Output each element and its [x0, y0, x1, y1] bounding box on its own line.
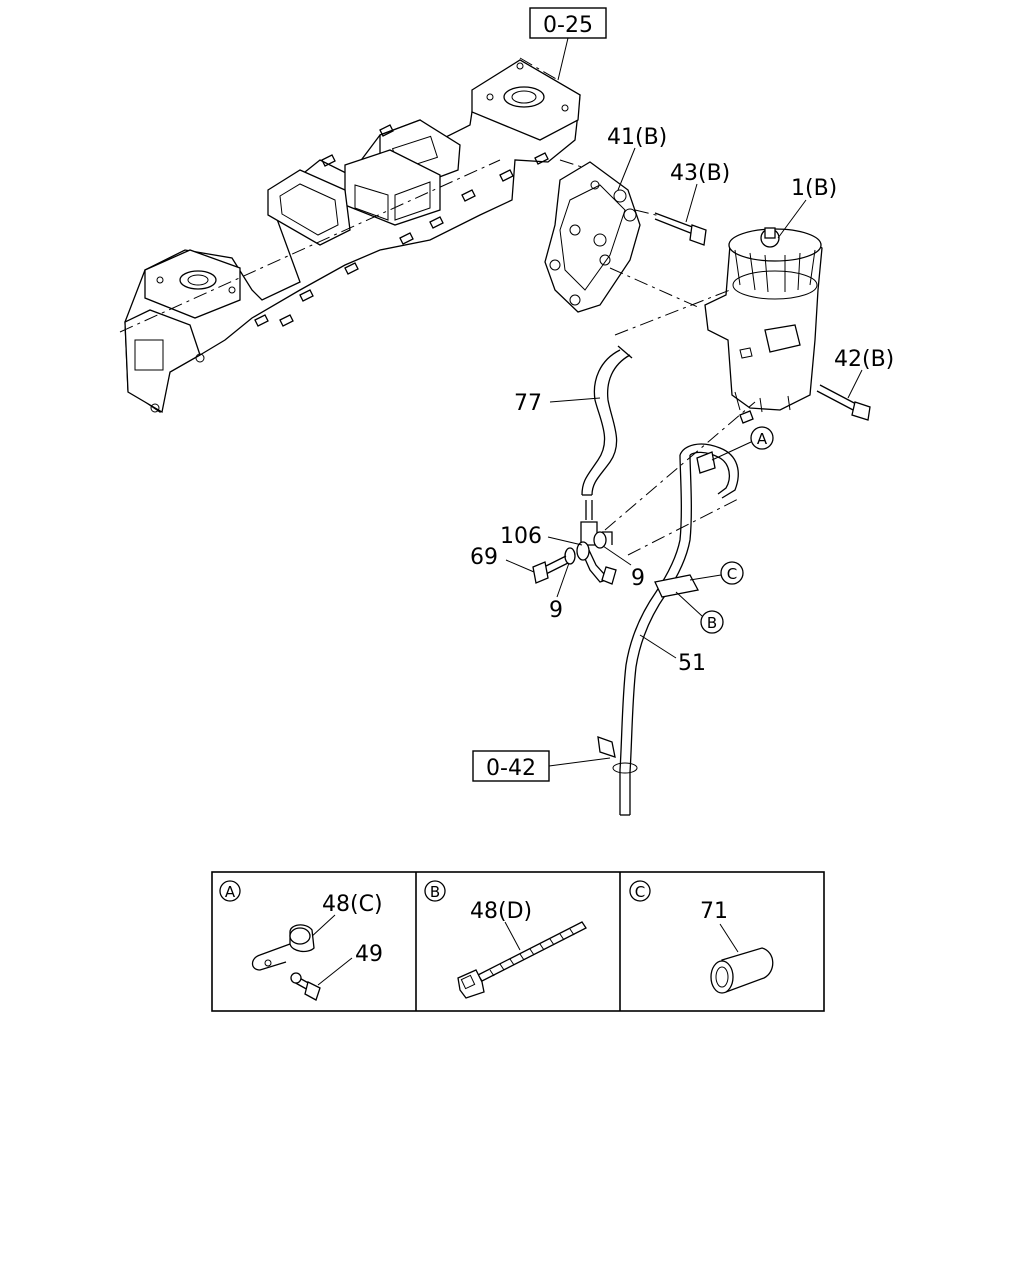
label-51: 51 [678, 651, 706, 676]
callout-a: A [711, 426, 774, 461]
label-42: 42(B) [834, 347, 894, 372]
label-106: 106 [500, 524, 542, 549]
callout-b-text: B [707, 614, 717, 632]
ref-top-text: 0-25 [543, 13, 593, 38]
callout-c: C [689, 561, 744, 585]
part-labels: 41(B) 43(B) 1(B) 42(B) 77 106 69 9 9 51 [470, 125, 894, 676]
detail-table: A 48(C) 49 B 48(D) [211, 871, 825, 1012]
detail-a-tag: A [225, 883, 236, 901]
bolt-part-43 [654, 212, 707, 246]
bolt-part-69 [532, 555, 569, 584]
detail-b-tag: B [430, 883, 440, 901]
reference-bottom: 0-42 [472, 750, 611, 782]
detail-a-label-48c: 48(C) [322, 892, 383, 917]
bolt-part-42 [816, 384, 871, 421]
callout-a-text: A [757, 430, 768, 448]
detail-a-label-49: 49 [355, 942, 383, 967]
label-43: 43(B) [670, 161, 730, 186]
ref-bottom-text: 0-42 [486, 756, 536, 781]
label-69: 69 [470, 545, 498, 570]
manifold-assembly [119, 57, 586, 414]
detail-a: A 48(C) 49 [219, 880, 383, 1001]
label-41: 41(B) [607, 125, 667, 150]
label-9-lower: 9 [549, 598, 563, 623]
bracket-part-41 [544, 161, 701, 313]
label-77: 77 [514, 391, 542, 416]
detail-c-tag: C [635, 883, 645, 901]
detail-b: B 48(D) [424, 880, 587, 999]
label-9-right: 9 [631, 566, 645, 591]
fitting-part-106 [564, 500, 617, 585]
pipe-part-51 [597, 401, 756, 816]
label-1: 1(B) [791, 176, 837, 201]
filter-part-1 [614, 227, 823, 424]
hose-part-77 [581, 345, 633, 496]
callout-c-text: C [727, 565, 737, 583]
detail-c-label-71: 71 [700, 899, 728, 924]
detail-c: C 71 [629, 880, 774, 994]
reference-top: 0-25 [529, 7, 607, 81]
detail-b-label-48d: 48(D) [470, 899, 532, 924]
callout-b: B [675, 591, 724, 634]
